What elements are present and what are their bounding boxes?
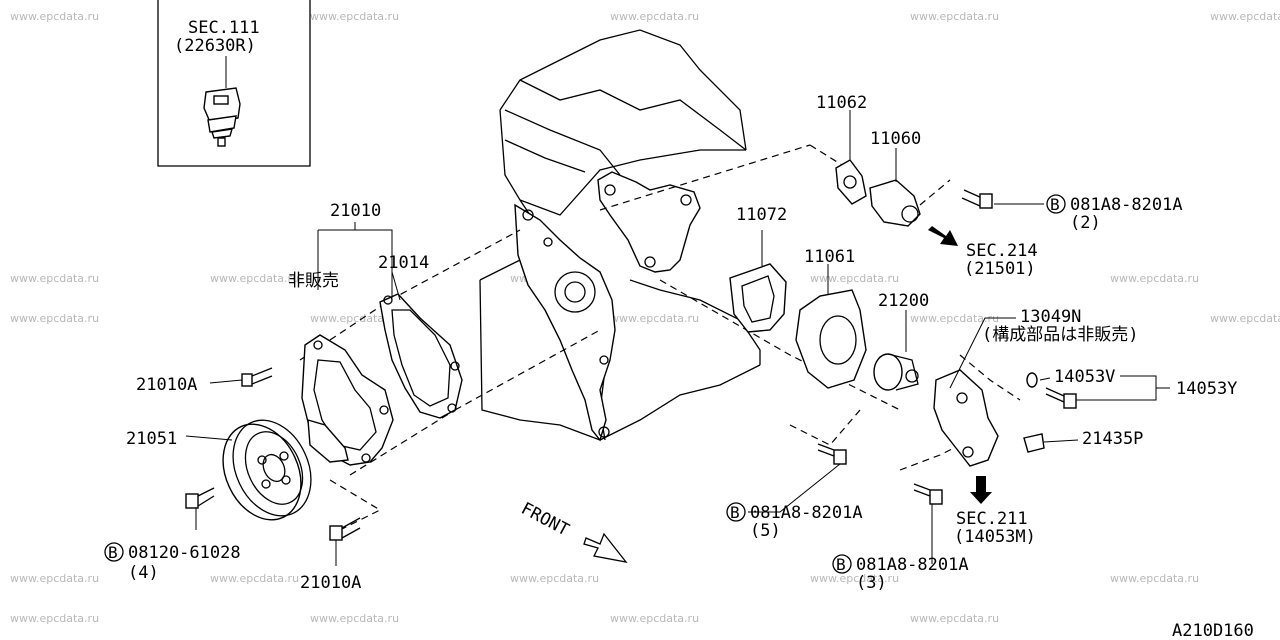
label-21051: 21051: [126, 429, 177, 449]
leader-lines: [185, 110, 1170, 566]
outlet-11060-icon: [869, 179, 921, 227]
temperature-sensor-icon: [203, 87, 241, 147]
watermark-text: www.epcdata.ru: [910, 612, 999, 625]
label-21200: 21200: [878, 291, 929, 311]
inset-frame: [157, 0, 311, 167]
watermark-text: www.epcdata.ru: [1210, 10, 1280, 23]
watermark-text: www.epcdata.ru: [310, 612, 399, 625]
watermark-text: www.epcdata.ru: [1110, 272, 1199, 285]
bolt-symbol-letter: B: [836, 555, 846, 574]
label-21010A-top: 21010A: [136, 375, 197, 395]
watermark-text: www.epcdata.ru: [1110, 572, 1199, 585]
o-ring-14053V-icon: [1026, 372, 1038, 388]
watermark-text: www.epcdata.ru: [310, 10, 399, 23]
label-21010: 21010: [330, 201, 381, 221]
gasket-11072-icon: [729, 263, 787, 333]
arrow-sec211-icon: [970, 476, 992, 504]
label-11061: 11061: [804, 247, 855, 267]
watermark-text: www.epcdata.ru: [510, 572, 599, 585]
label-21010A-bottom: 21010A: [300, 573, 361, 593]
bolt-08120-icon: [185, 487, 215, 509]
label-13049N: 13049N: [1020, 307, 1081, 327]
label-bolt-08120: 08120-61028: [128, 543, 241, 563]
inset-sensor-box: SEC.111 (22630R): [157, 0, 311, 167]
bolt-21010A-top-icon: [241, 367, 273, 387]
label-sec211-part: (14053M): [954, 527, 1036, 547]
label-13049N-note: (構成部品は非販売): [982, 325, 1138, 345]
plug-21435P-icon: [1023, 433, 1045, 453]
bolt-symbol-letter: B: [730, 503, 740, 522]
label-14053V: 14053V: [1054, 367, 1115, 387]
engine-block-drawing: [479, 29, 761, 442]
label-not-sold: 非販売: [288, 271, 339, 291]
label-21435P: 21435P: [1082, 429, 1143, 449]
watermark-text: www.epcdata.ru: [610, 312, 699, 325]
gasket-21014: [379, 293, 463, 419]
watermark-text: www.epcdata.ru: [610, 10, 699, 23]
watermark-text: www.epcdata.ru: [810, 272, 899, 285]
bolt-symbol-icon: [726, 502, 746, 522]
label-bolt-081A8-b-qty: (5): [750, 521, 781, 541]
watermark-text: www.epcdata.ru: [210, 572, 299, 585]
bolt-21010A-bottom-icon: [329, 517, 361, 541]
watermarks: www.epcdata.ru www.epcdata.ru www.epcdat…: [10, 10, 1280, 625]
label-21014: 21014: [378, 253, 429, 273]
bolt-symbol-icon: [104, 542, 124, 562]
water-pump-assembly: [301, 293, 463, 466]
label-bolt-081A8-c: 081A8-8201A: [856, 555, 969, 575]
inset-part-number: (22630R): [174, 36, 256, 56]
label-sec214: SEC.214: [966, 241, 1038, 261]
part-labels: 21010 非販売 21014 21010A 21051 B 08120-610…: [104, 93, 1254, 640]
bolt-081A8-b-icon: [817, 443, 847, 465]
label-sec214-part: (21501): [964, 259, 1036, 279]
label-11072: 11072: [736, 205, 787, 225]
bolt-symbol-letter: B: [108, 543, 118, 562]
bolt-081A8-c-icon: [913, 483, 943, 505]
watermark-text: www.epcdata.ru: [910, 10, 999, 23]
label-bolt-081A8-c-qty: (3): [856, 573, 887, 593]
label-front: FRONT: [518, 499, 573, 541]
thermostat-housing-11061-icon: [795, 289, 867, 389]
label-11060: 11060: [870, 129, 921, 149]
watermark-text: www.epcdata.ru: [10, 612, 99, 625]
label-bolt-08120-qty: (4): [128, 563, 159, 583]
bolt-symbol-icon: [1046, 194, 1066, 214]
diagram-code: A210D160: [1172, 621, 1254, 640]
watermark-text: www.epcdata.ru: [610, 612, 699, 625]
inset-title: SEC.111: [188, 18, 260, 38]
watermark-text: www.epcdata.ru: [310, 312, 399, 325]
watermark-text: www.epcdata.ru: [910, 312, 999, 325]
bolt-14053Y-icon: [1045, 387, 1077, 409]
gasket-11062-icon: [835, 159, 867, 205]
watermark-text: www.epcdata.ru: [10, 272, 99, 285]
watermark-text: www.epcdata.ru: [810, 572, 899, 585]
front-arrow-icon: [583, 532, 628, 563]
bolt-081A8-a-icon: [961, 189, 993, 209]
bolt-symbol-icon: [832, 554, 852, 574]
water-inlet-13049N-icon: [933, 369, 999, 467]
label-bolt-081A8-b: 081A8-8201A: [750, 503, 863, 523]
watermark-text: www.epcdata.ru: [10, 10, 99, 23]
pulley-21051-icon: [222, 419, 312, 521]
label-bolt-081A8-a: 081A8-8201A: [1070, 195, 1183, 215]
watermark-text: www.epcdata.ru: [1210, 312, 1280, 325]
watermark-text: www.epcdata.ru: [210, 272, 299, 285]
thermostat-21200-icon: [873, 353, 919, 391]
bolt-symbol-letter: B: [1050, 195, 1060, 214]
label-11062: 11062: [816, 93, 867, 113]
label-sec211: SEC.211: [956, 509, 1028, 529]
watermark-text: www.epcdata.ru: [10, 572, 99, 585]
label-bolt-081A8-a-qty: (2): [1070, 213, 1101, 233]
watermark-text: www.epcdata.ru: [10, 312, 99, 325]
arrow-sec214-icon: [928, 226, 958, 246]
label-14053Y: 14053Y: [1176, 379, 1237, 399]
